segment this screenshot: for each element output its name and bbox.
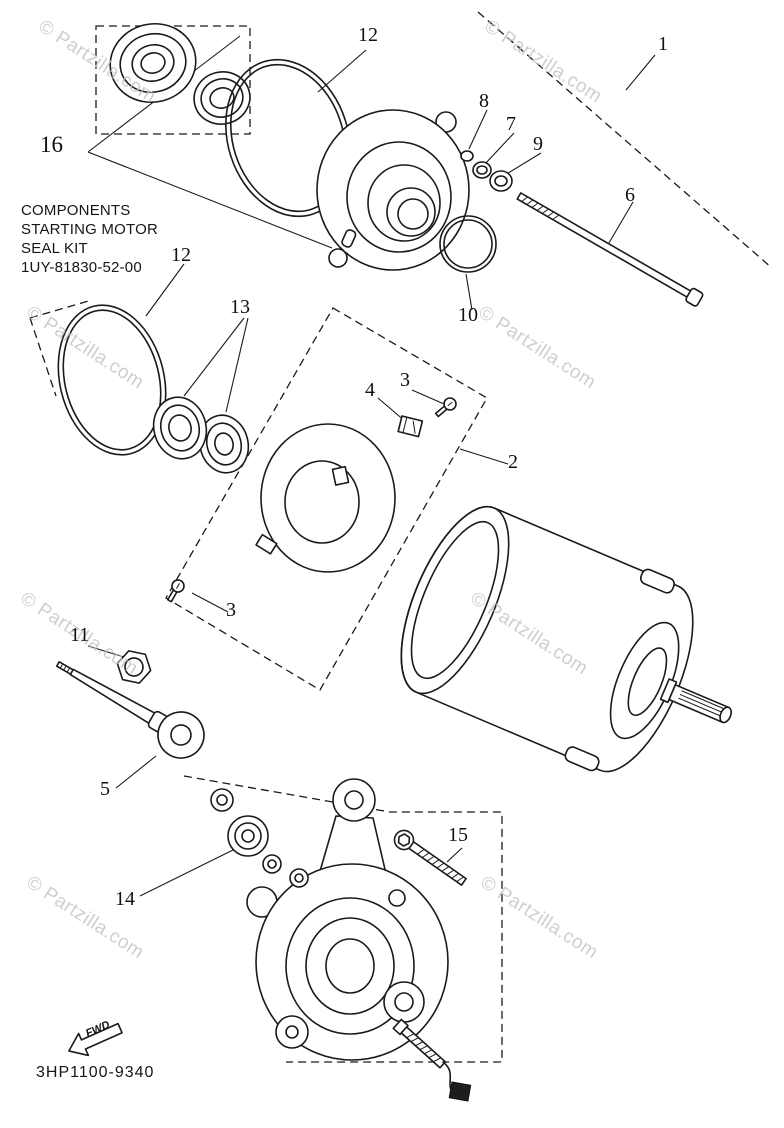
part-callout-11: 11: [70, 624, 90, 646]
brush-4-drawing: [397, 415, 424, 438]
bolt-15-drawing: [393, 829, 467, 886]
note-line-3: SEAL KIT: [21, 240, 88, 257]
note-line-4: 1UY-81830-52-00: [21, 259, 142, 276]
part-callout-7: 7: [506, 113, 516, 135]
o-ring-10-drawing: [439, 215, 497, 273]
end-cover-drawing: [316, 109, 470, 271]
nut-11-drawing: [116, 650, 152, 684]
bracket-group-boundary: [183, 775, 503, 1063]
part-callout-14: 14: [115, 888, 135, 910]
part-callout-10: 10: [458, 304, 478, 326]
carbon-brush-drawing: [448, 1081, 472, 1102]
part-callout-3b: 3: [226, 599, 236, 621]
note-line-2: STARTING MOTOR: [21, 221, 158, 238]
cable-joint-5-drawing: [55, 661, 205, 759]
part-callout-12a: 12: [358, 24, 378, 46]
part-callout-16: 16: [40, 132, 63, 157]
oil-seal-drawing: [193, 71, 251, 125]
ball-bearing-drawing: [109, 22, 197, 104]
part-callout-3a: 3: [400, 369, 410, 391]
o-ring-12-top-drawing: [225, 58, 351, 218]
motor-yoke-drawing: [400, 505, 732, 773]
part-callout-9: 9: [533, 133, 543, 155]
seal-13a-drawing: [152, 396, 208, 460]
washer-set-14-drawing: [210, 788, 282, 874]
part-callout-1: 1: [658, 33, 668, 55]
screw-3-upper-drawing: [434, 397, 457, 418]
part-callout-6: 6: [625, 184, 635, 206]
washer-7-drawing: [472, 161, 492, 179]
mounting-bracket-drawing: [246, 778, 449, 1061]
part-callout-8: 8: [479, 90, 489, 112]
leader-lines: [87, 35, 656, 897]
part-callout-12b: 12: [171, 244, 191, 266]
seal-13b-drawing: [198, 414, 250, 474]
part-callout-4: 4: [365, 379, 375, 401]
seal-kit-16-boundary: [29, 25, 251, 397]
bolt-6-drawing: [516, 192, 704, 307]
part-callout-2: 2: [508, 451, 518, 473]
screw-3-lower-drawing: [166, 579, 185, 603]
washer-9-drawing: [489, 170, 513, 192]
brush-plate-drawing: [255, 423, 396, 573]
brush-plate-2-boundary: [165, 307, 488, 691]
part-callout-13: 13: [230, 296, 250, 318]
part-callout-5: 5: [100, 778, 110, 800]
terminal-stud-drawing: [392, 1018, 447, 1069]
diagram-code: 3HP1100-9340: [36, 1064, 155, 1081]
assembly-1-boundary: [477, 11, 773, 269]
seal-kit-note: COMPONENTS STARTING MOTOR SEAL KIT 1UY-8…: [21, 201, 158, 277]
washer-8-drawing: [460, 150, 474, 162]
o-ring-12-mid-drawing: [57, 304, 167, 456]
part-callout-15: 15: [448, 824, 468, 846]
note-line-1: COMPONENTS: [21, 202, 131, 219]
fwd-arrow-icon: [68, 1022, 123, 1057]
